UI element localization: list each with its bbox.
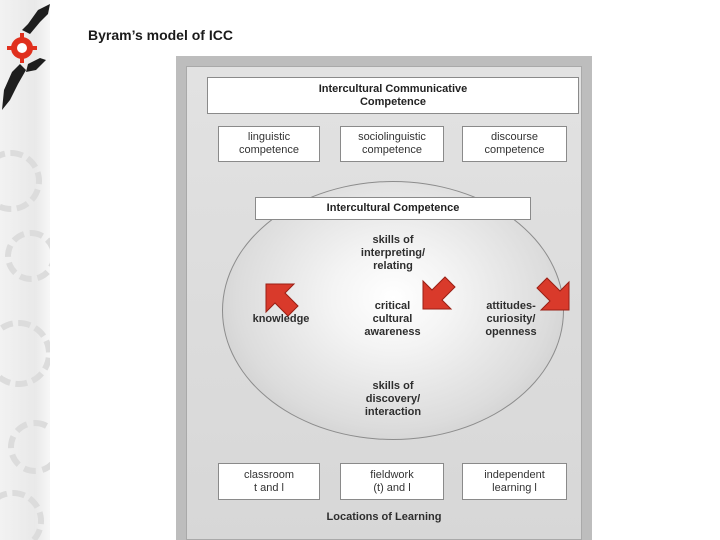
red-arrow-icon bbox=[422, 276, 456, 310]
knowledge-label: knowledge bbox=[252, 313, 310, 325]
linguistic-competence-box: linguistic competence bbox=[218, 126, 320, 162]
slide-title: Byram’s model of ICC bbox=[88, 27, 233, 43]
critical-cultural-awareness-label: critical cultural awareness bbox=[364, 300, 421, 338]
skills-discovery-label: skills of discovery/ interaction bbox=[364, 380, 422, 418]
gear-background-icon bbox=[0, 150, 42, 212]
classroom-box: classroom t and l bbox=[218, 463, 320, 500]
intercultural-competence-box: Intercultural Competence bbox=[255, 197, 531, 220]
gear-background-icon bbox=[5, 230, 50, 282]
sociolinguistic-competence-box: sociolinguistic competence bbox=[340, 126, 444, 162]
gear-background-icon bbox=[8, 420, 50, 474]
hands-gear-logo-icon bbox=[2, 4, 50, 110]
independent-learning-box: independent learning l bbox=[462, 463, 567, 500]
discourse-competence-box: discourse competence bbox=[462, 126, 567, 162]
red-arrow-icon bbox=[536, 277, 570, 311]
red-arrow-icon bbox=[265, 283, 299, 317]
skills-interpreting-label: skills of interpreting/ relating bbox=[360, 234, 426, 272]
gear-background-icon bbox=[0, 320, 50, 387]
intercultural-competence-ellipse bbox=[222, 181, 564, 440]
fieldwork-box: fieldwork (t) and l bbox=[340, 463, 444, 500]
icc-title-box: Intercultural Communicative Competence bbox=[207, 77, 579, 114]
locations-of-learning-label: Locations of Learning bbox=[326, 511, 442, 523]
attitudes-label: attitudes- curiosity/ openness bbox=[485, 300, 537, 338]
gear-background-icon bbox=[0, 490, 44, 540]
